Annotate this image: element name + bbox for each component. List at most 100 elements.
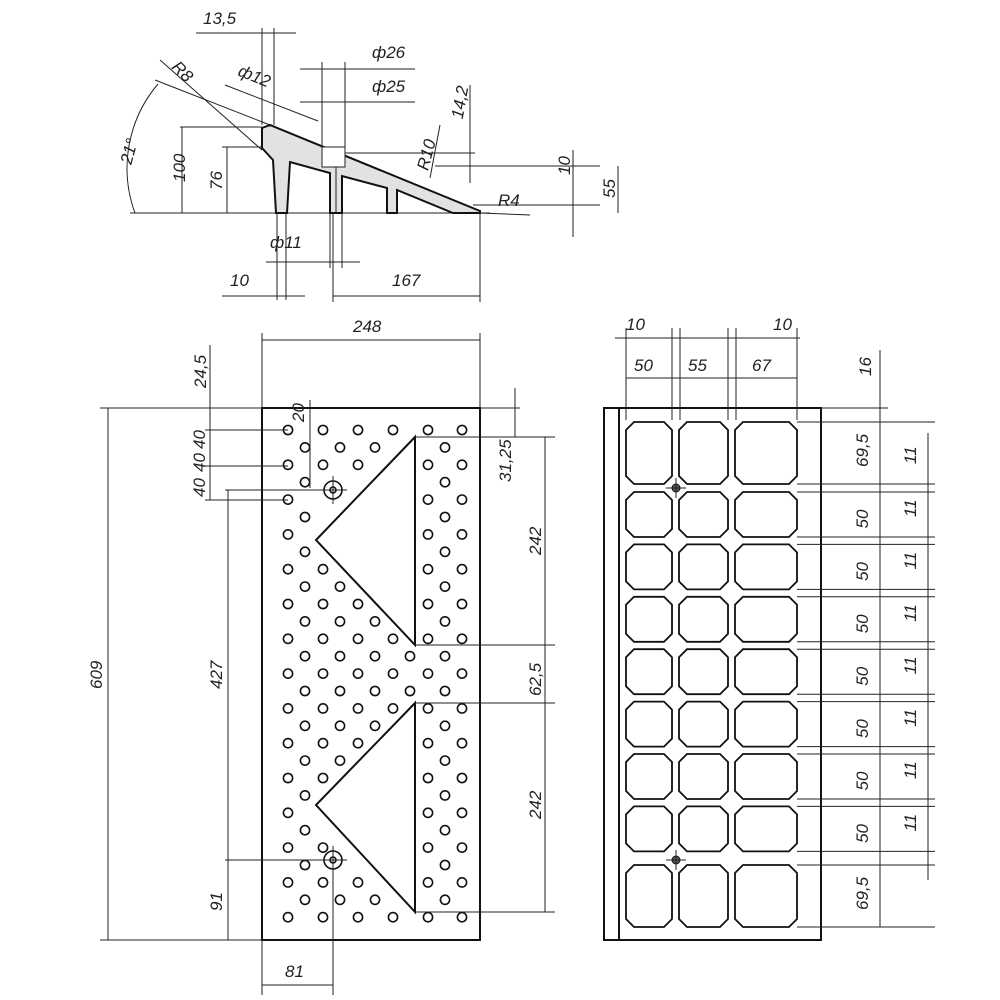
dim-24-5: 24,5 [191,354,210,389]
honeycomb-cell [678,421,729,485]
grip-hole [456,911,468,923]
grip-hole [299,546,311,558]
grip-hole [439,546,451,558]
dim-10-bottom: 10 [230,271,249,290]
dim-248: 248 [352,317,382,336]
grip-hole [352,911,364,923]
grip-hole [317,424,329,436]
dim-10-left: 10 [626,315,645,334]
angle-ext-line [154,79,271,126]
dim-gap: 11 [901,499,920,517]
honeycomb-cell [678,648,729,696]
grip-hole [282,563,294,575]
grip-hole [282,668,294,679]
grip-hole [422,598,434,610]
honeycomb-cell [678,543,729,591]
dim-20: 20 [289,403,308,423]
grip-hole [299,824,311,836]
dim-14-2: 14,2 [448,84,473,120]
grip-hole [299,894,311,906]
grip-hole [422,877,434,888]
grip-hole [456,842,468,853]
honeycomb-cell [734,543,798,591]
grip-hole [439,720,451,732]
grip-hole [387,668,399,679]
grip-hole [439,441,451,453]
pin-top [666,478,686,498]
grip-hole [317,459,329,471]
grip-hole [317,842,329,853]
grip-hole [369,685,381,697]
angle-arc [126,83,159,214]
grip-hole [282,529,294,540]
dim-40-c: 40 [190,478,209,497]
grip-hole [422,459,434,471]
dim-gap: 11 [901,552,920,570]
dim-40-b: 40 [190,453,209,472]
grip-hole [422,563,434,575]
dim-phi25: ф25 [372,77,406,96]
grip-hole [456,424,468,436]
grip-hole [422,842,434,853]
grip-hole [422,911,434,923]
pin-socket [321,146,346,168]
dim-phi12: ф12 [236,61,274,91]
dim-r4: R4 [498,191,520,210]
dim-100: 100 [170,153,189,182]
dim-10-right: 10 [555,156,574,175]
honeycomb-cell [678,753,729,800]
grip-hole [369,441,381,453]
grip-hole [352,668,364,679]
honeycomb-cell [625,648,673,696]
grip-hole [422,668,434,679]
grip-hole [299,616,311,627]
grip-hole [456,807,468,819]
grip-hole [282,598,294,610]
grip-hole [422,424,434,436]
dim-31-25: 31,25 [496,439,515,482]
grip-hole [334,685,346,697]
dim-13-5: 13,5 [203,9,237,28]
honeycomb-cell [678,595,729,643]
grip-hole [352,598,364,610]
grip-hole [369,650,381,662]
dim-gap: 11 [901,604,920,622]
grip-hole [334,720,346,732]
honeycomb-cell [625,805,673,853]
honeycomb-cell [734,864,798,928]
grip-hole [456,494,468,505]
dim-91: 91 [207,892,226,911]
dim-row-height: 50 [853,561,872,580]
grip-hole [352,424,364,436]
grip-hole [334,755,346,766]
grip-hole [369,720,381,732]
grip-hole [282,772,294,784]
bottom-outline [603,407,822,941]
grip-hole [404,650,416,662]
grip-hole [282,633,294,645]
grip-hole [334,616,346,627]
grip-hole [456,563,468,575]
dim-167: 167 [392,271,421,290]
dim-16: 16 [856,357,875,376]
dim-gap: 11 [901,814,920,832]
honeycomb-cell [734,805,798,853]
grip-hole [282,737,294,749]
dim-55-col: 55 [688,356,707,375]
honeycomb-cell [734,595,798,643]
dim-phi26: ф26 [372,43,406,62]
grip-hole [282,911,294,923]
hole-grid [282,424,468,923]
dim-row-height: 69,5 [853,433,872,467]
dim-242-top: 242 [526,526,545,556]
dim-62-5: 62,5 [526,662,545,696]
dim-row-height: 50 [853,509,872,528]
grip-hole [317,877,329,888]
grip-hole [299,581,311,592]
dim-242-bottom: 242 [526,790,545,820]
dim-row-height: 50 [853,719,872,738]
grip-hole [439,616,451,627]
honeycomb-cell [625,421,673,485]
dim-40-a: 40 [190,430,209,449]
